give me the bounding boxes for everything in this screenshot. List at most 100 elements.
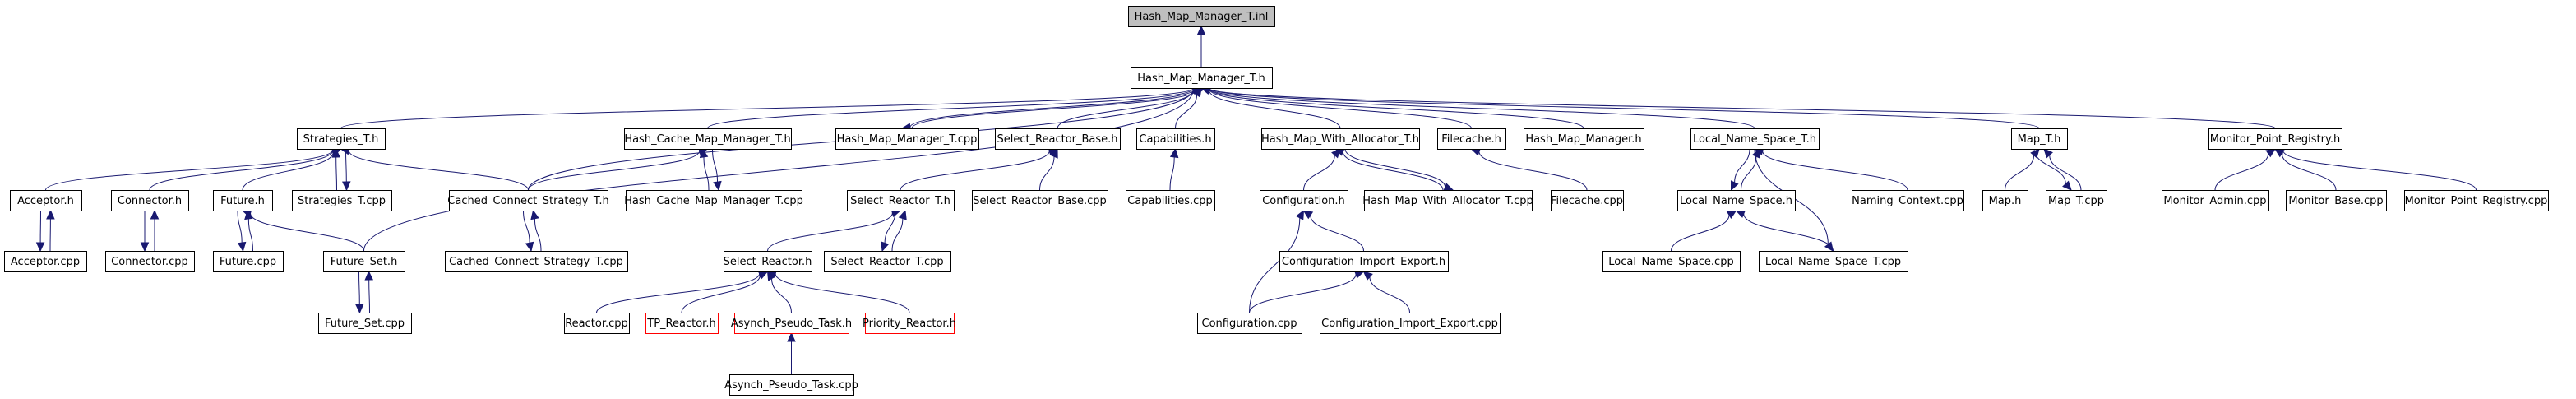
node-hash-cache-map-manager-t-h[interactable]: Hash_Cache_Map_Manager_T.h [624, 128, 792, 150]
node-box[interactable] [1131, 67, 1273, 89]
node-box[interactable] [835, 128, 979, 150]
node-local-name-space-t-h[interactable]: Local_Name_Space_T.h [1690, 128, 1820, 150]
node-box[interactable] [1126, 190, 1215, 211]
node-box[interactable] [2046, 190, 2107, 211]
node-connector-cpp[interactable]: Connector.cpp [105, 251, 195, 272]
node-box[interactable] [10, 190, 82, 211]
node-box[interactable] [1602, 251, 1741, 272]
node-monitor-point-registry-cpp[interactable]: Monitor_Point_Registry.cpp [2404, 190, 2549, 211]
node-box[interactable] [824, 251, 951, 272]
node-box[interactable] [1690, 128, 1820, 150]
node-box[interactable] [1677, 190, 1796, 211]
node-box[interactable] [645, 313, 719, 334]
node-box[interactable] [1261, 128, 1420, 150]
node-monitor-base-cpp[interactable]: Monitor_Base.cpp [2286, 190, 2387, 211]
node-box[interactable] [297, 128, 386, 150]
node-box[interactable] [4, 251, 87, 272]
node-box[interactable] [1136, 128, 1215, 150]
node-map-t-h[interactable]: Map_T.h [2011, 128, 2068, 150]
node-monitor-admin-cpp[interactable]: Monitor_Admin.cpp [2162, 190, 2269, 211]
node-box[interactable] [2162, 190, 2269, 211]
node-box[interactable] [1364, 190, 1533, 211]
node-box[interactable] [972, 190, 1108, 211]
node-box[interactable] [1128, 6, 1275, 27]
node-naming-context-cpp[interactable]: Naming_Context.cpp [1852, 190, 1964, 211]
node-reactor-cpp[interactable]: Reactor.cpp [564, 313, 630, 334]
node-hash-map-with-allocator-t-h[interactable]: Hash_Map_With_Allocator_T.h [1261, 128, 1420, 150]
node-connector-h[interactable]: Connector.h [111, 190, 189, 211]
node-local-name-space-cpp[interactable]: Local_Name_Space.cpp [1602, 251, 1741, 272]
node-cached-connect-strategy-t-h[interactable]: Cached_Connect_Strategy_T.h [447, 190, 609, 211]
node-box[interactable] [213, 251, 284, 272]
node-box[interactable] [734, 313, 849, 334]
node-box[interactable] [1551, 190, 1624, 211]
node-select-reactor-h[interactable]: Select_Reactor.h [724, 251, 812, 272]
node-select-reactor-base-h[interactable]: Select_Reactor_Base.h [995, 128, 1121, 150]
node-asynch-pseudo-task-h[interactable]: Asynch_Pseudo_Task.h [731, 313, 852, 334]
node-box[interactable] [213, 190, 273, 211]
node-configuration-cpp[interactable]: Configuration.cpp [1197, 313, 1302, 334]
node-configuration-h[interactable]: Configuration.h [1260, 190, 1348, 211]
node-filecache-cpp[interactable]: Filecache.cpp [1551, 190, 1624, 211]
node-future-set-h[interactable]: Future_Set.h [323, 251, 405, 272]
node-box[interactable] [318, 313, 412, 334]
node-box[interactable] [1759, 251, 1908, 272]
node-box[interactable] [111, 190, 189, 211]
node-tp-reactor-h[interactable]: TP_Reactor.h [645, 313, 719, 334]
node-box[interactable] [624, 128, 792, 150]
node-future-set-cpp[interactable]: Future_Set.cpp [318, 313, 412, 334]
node-box[interactable] [2286, 190, 2387, 211]
node-hash-map-manager-t-cpp[interactable]: Hash_Map_Manager_T.cpp [835, 128, 979, 150]
node-filecache-h[interactable]: Filecache.h [1437, 128, 1506, 150]
node-capabilities-h[interactable]: Capabilities.h [1136, 128, 1215, 150]
node-acceptor-cpp[interactable]: Acceptor.cpp [4, 251, 87, 272]
node-box[interactable] [2208, 128, 2342, 150]
node-select-reactor-t-h[interactable]: Select_Reactor_T.h [847, 190, 955, 211]
node-monitor-point-registry-h[interactable]: Monitor_Point_Registry.h [2208, 128, 2342, 150]
node-strategies-t-h[interactable]: Strategies_T.h [297, 128, 386, 150]
node-priority-reactor-h[interactable]: Priority_Reactor.h [863, 313, 956, 334]
node-hash-map-manager-t-h[interactable]: Hash_Map_Manager_T.h [1131, 67, 1273, 89]
node-configuration-import-export-h[interactable]: Configuration_Import_Export.h [1279, 251, 1449, 272]
node-asynch-pseudo-task-cpp[interactable]: Asynch_Pseudo_Task.cpp [724, 374, 858, 396]
node-box[interactable] [1197, 313, 1302, 334]
node-box[interactable] [1437, 128, 1506, 150]
node-box[interactable] [1524, 128, 1644, 150]
node-box[interactable] [847, 190, 955, 211]
node-hash-map-with-allocator-t-cpp[interactable]: Hash_Map_With_Allocator_T.cpp [1362, 190, 1533, 211]
node-local-name-space-h[interactable]: Local_Name_Space.h [1677, 190, 1796, 211]
node-future-h[interactable]: Future.h [213, 190, 273, 211]
node-box[interactable] [449, 190, 608, 211]
node-box[interactable] [1982, 190, 2028, 211]
node-box[interactable] [292, 190, 392, 211]
node-box[interactable] [724, 251, 812, 272]
node-box[interactable] [1320, 313, 1501, 334]
node-map-h[interactable]: Map.h [1982, 190, 2028, 211]
node-acceptor-h[interactable]: Acceptor.h [10, 190, 82, 211]
node-box[interactable] [626, 190, 802, 211]
node-box[interactable] [105, 251, 195, 272]
node-box[interactable] [729, 374, 854, 396]
node-box[interactable] [1852, 190, 1964, 211]
node-box[interactable] [1260, 190, 1348, 211]
node-box[interactable] [995, 128, 1121, 150]
node-box[interactable] [2011, 128, 2068, 150]
node-box[interactable] [1279, 251, 1449, 272]
node-hash-map-manager-h[interactable]: Hash_Map_Manager.h [1524, 128, 1644, 150]
node-box[interactable] [445, 251, 628, 272]
node-configuration-import-export-cpp[interactable]: Configuration_Import_Export.cpp [1320, 313, 1501, 334]
node-map-t-cpp[interactable]: Map_T.cpp [2046, 190, 2107, 211]
node-strategies-t-cpp[interactable]: Strategies_T.cpp [292, 190, 392, 211]
node-future-cpp[interactable]: Future.cpp [213, 251, 284, 272]
node-hash-cache-map-manager-t-cpp[interactable]: Hash_Cache_Map_Manager_T.cpp [624, 190, 803, 211]
node-box[interactable] [323, 251, 405, 272]
node-cached-connect-strategy-t-cpp[interactable]: Cached_Connect_Strategy_T.cpp [445, 251, 628, 272]
node-box[interactable] [2404, 190, 2549, 211]
node-hash-map-manager-t-inl[interactable]: Hash_Map_Manager_T.inl [1128, 6, 1275, 27]
node-box[interactable] [564, 313, 630, 334]
node-box[interactable] [865, 313, 955, 334]
node-select-reactor-base-cpp[interactable]: Select_Reactor_Base.cpp [972, 190, 1108, 211]
node-capabilities-cpp[interactable]: Capabilities.cpp [1126, 190, 1215, 211]
node-select-reactor-t-cpp[interactable]: Select_Reactor_T.cpp [824, 251, 951, 272]
node-local-name-space-t-cpp[interactable]: Local_Name_Space_T.cpp [1759, 251, 1908, 272]
